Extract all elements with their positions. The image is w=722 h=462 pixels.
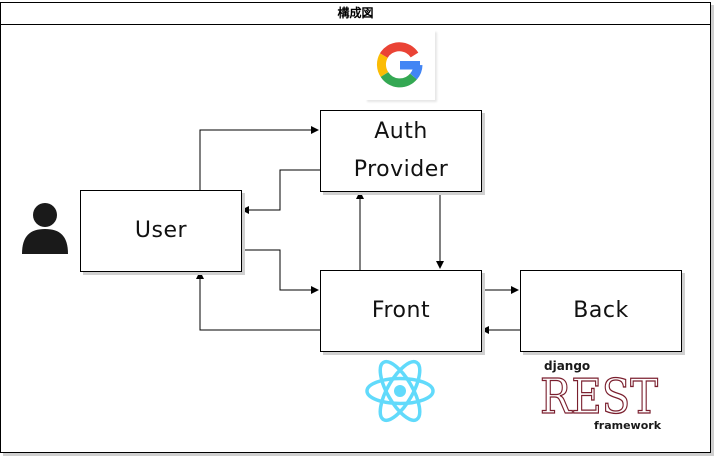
- node-front: Front: [320, 270, 482, 352]
- google-logo-icon: [365, 30, 435, 100]
- drf-logo-top: django: [544, 359, 590, 373]
- react-logo-icon: [365, 359, 435, 423]
- drf-logo-bottom: framework: [594, 419, 662, 432]
- node-back: Back: [520, 270, 682, 352]
- edge-front-to-user: [196, 271, 320, 331]
- edge-auth-to-user: [241, 169, 320, 214]
- node-auth-provider: Auth Provider: [320, 110, 482, 192]
- drf-logo-middle: REST: [540, 369, 658, 425]
- edge-user-to-front: [240, 249, 319, 294]
- edge-user-to-auth: [199, 126, 319, 190]
- node-user: User: [80, 190, 242, 272]
- diagram-title: 構成図: [1, 3, 710, 25]
- django-rest-framework-logo-icon: django REST framework: [539, 359, 662, 432]
- person-icon: [22, 203, 68, 254]
